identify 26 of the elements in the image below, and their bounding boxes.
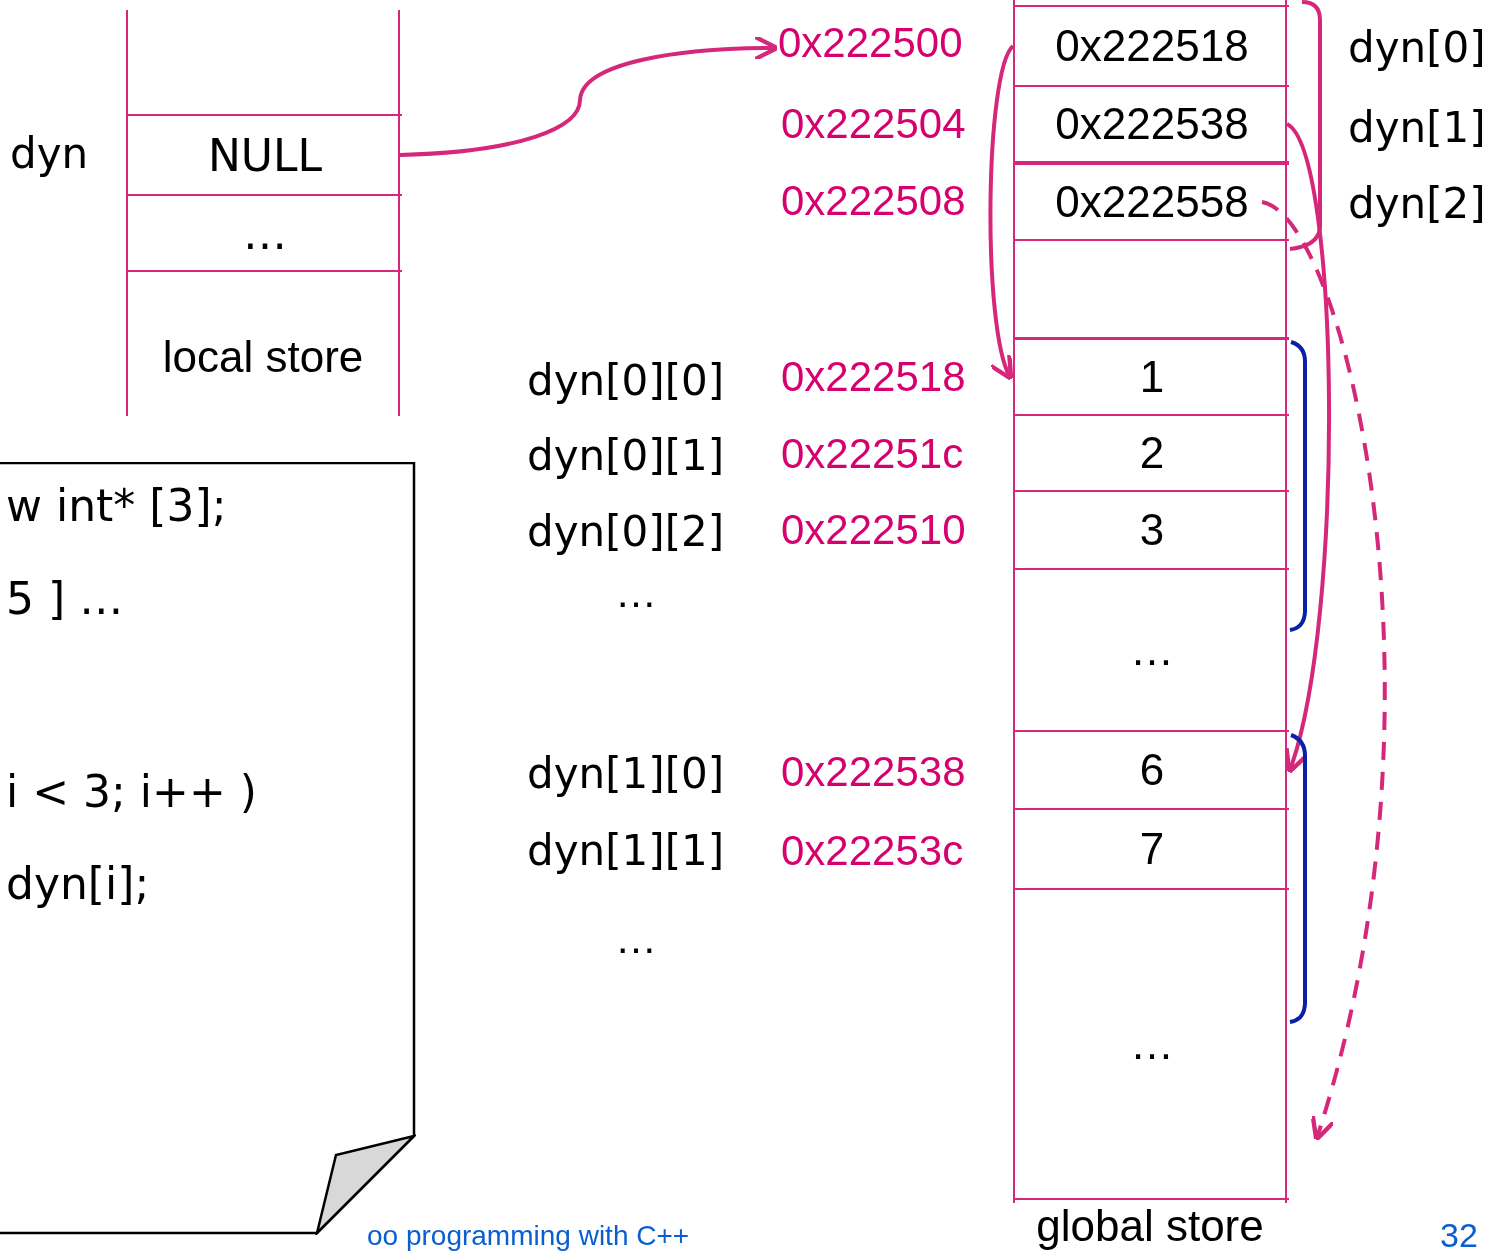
address-label: 0x222510 bbox=[781, 509, 966, 551]
address-label: 0x222518 bbox=[781, 356, 966, 398]
address-label: 0x22253c bbox=[781, 830, 964, 872]
footer-text: oo programming with C++ bbox=[367, 1222, 690, 1250]
code-line: dyn[i]; bbox=[6, 862, 150, 906]
variable-label: dyn[0][1] bbox=[527, 435, 725, 477]
region-label: local store bbox=[161, 335, 365, 379]
variable-label: dyn[1] bbox=[1348, 107, 1486, 149]
address-label: 0x222508 bbox=[781, 180, 966, 222]
variable-label: dyn[0][2] bbox=[527, 511, 725, 553]
variable-label: dyn[0][0] bbox=[527, 360, 725, 402]
code-line: w int* [3]; bbox=[6, 484, 227, 528]
ellipsis: … bbox=[615, 918, 657, 960]
variable-label: dyn[2] bbox=[1348, 183, 1486, 225]
region-label: global store bbox=[1035, 1204, 1265, 1248]
ellipsis: … bbox=[615, 572, 657, 614]
variable-label: dyn[1][1] bbox=[527, 830, 725, 872]
page-number: 32 bbox=[1440, 1218, 1478, 1252]
variable-label: dyn[1][0] bbox=[527, 753, 725, 795]
code-line: i < 3; i++ ) bbox=[6, 770, 257, 814]
code-line: 5 ] … bbox=[6, 577, 124, 621]
variable-label: dyn bbox=[10, 133, 89, 175]
address-label: 0x222504 bbox=[781, 103, 966, 145]
address-label: 0x22251c bbox=[781, 433, 964, 475]
variable-label: dyn[0] bbox=[1348, 27, 1486, 69]
address-label: 0x222538 bbox=[781, 751, 966, 793]
